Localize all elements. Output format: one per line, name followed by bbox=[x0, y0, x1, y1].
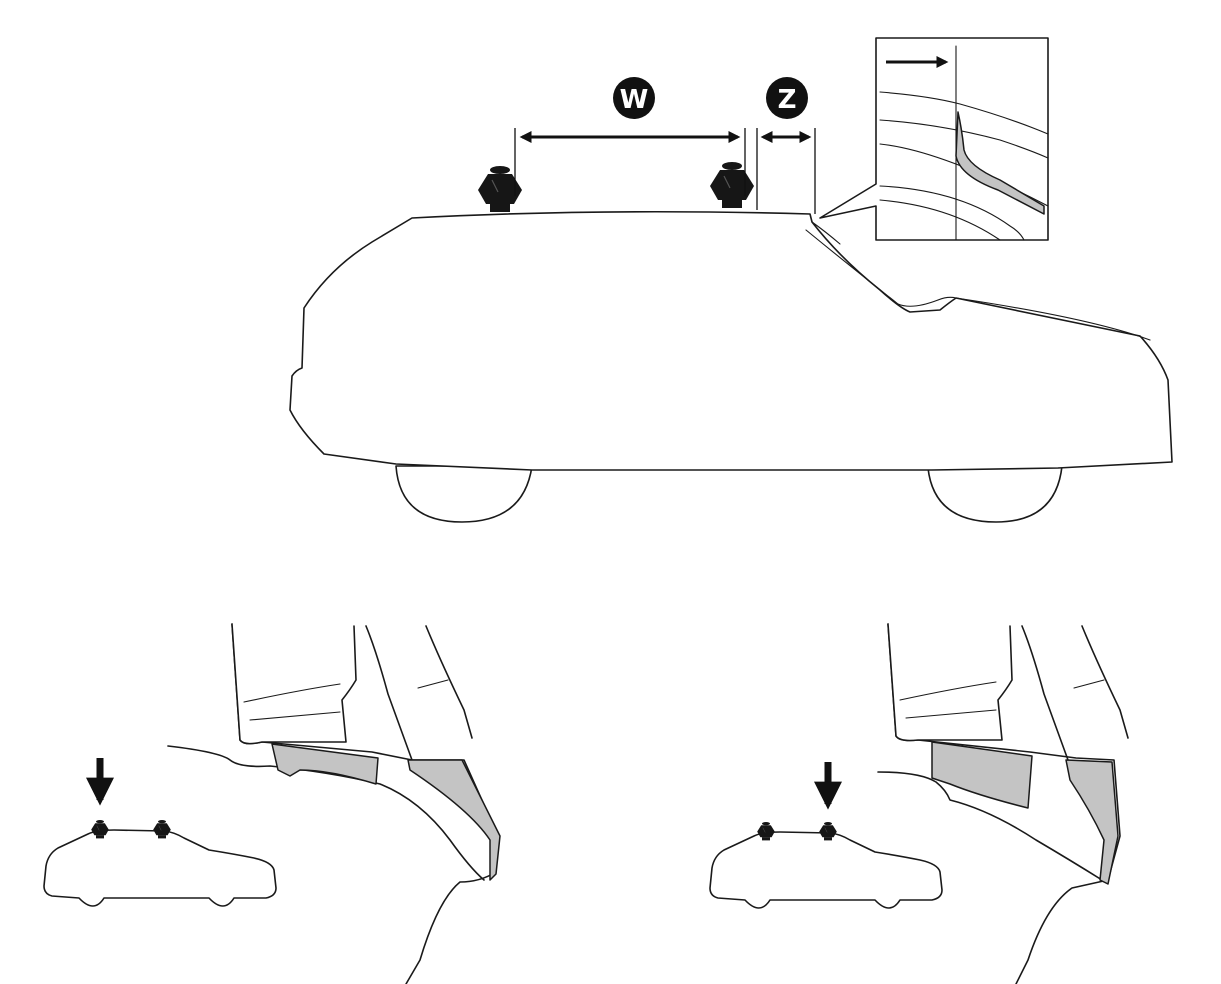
z-label: Z bbox=[778, 85, 797, 115]
w-label: W bbox=[620, 85, 649, 115]
front-wheel-arch bbox=[395, 465, 533, 523]
mini-car-front-position bbox=[709, 831, 943, 909]
rubber-pad-front bbox=[931, 741, 1033, 809]
rear-wheel-arch bbox=[927, 465, 1063, 523]
car-body-outline bbox=[289, 210, 1173, 471]
rubber-pad-windshield-front bbox=[1065, 759, 1119, 885]
rubber-pad-windshield bbox=[407, 759, 501, 881]
roof-rack-foot-front bbox=[709, 161, 755, 209]
car-side-view bbox=[289, 210, 1173, 523]
z-badge bbox=[766, 77, 808, 119]
dimension-w: W bbox=[514, 77, 746, 196]
detail-rear-foot bbox=[167, 623, 501, 984]
dimension-z: Z bbox=[756, 77, 816, 214]
wiper-line bbox=[937, 296, 957, 301]
mini-car-rear-position bbox=[43, 829, 277, 907]
hood-line bbox=[955, 297, 1151, 341]
w-badge bbox=[613, 77, 655, 119]
detail-callout bbox=[819, 37, 1049, 241]
detail-front-foot bbox=[877, 623, 1129, 984]
rear-window-line bbox=[811, 221, 841, 245]
rubber-pad-rear bbox=[271, 743, 379, 785]
windshield-line bbox=[805, 229, 939, 307]
